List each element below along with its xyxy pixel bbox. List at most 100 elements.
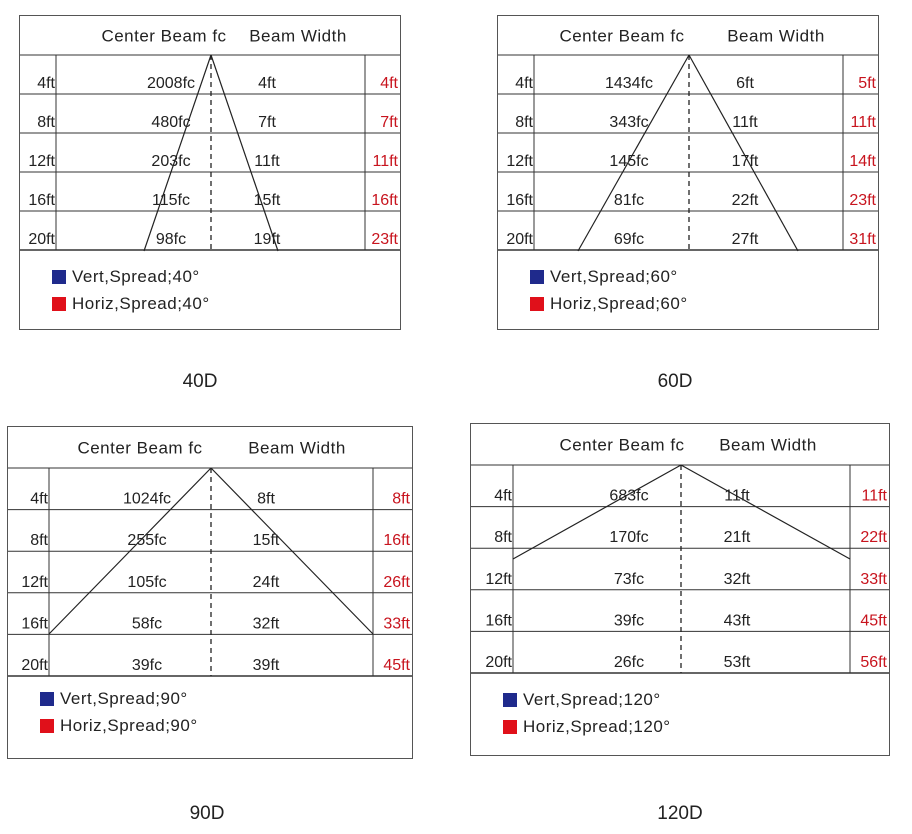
distance-label: 12ft: [21, 574, 48, 591]
horiz-beam-width: 11ft: [862, 488, 888, 505]
center-beam-fc: 39fc: [132, 657, 162, 674]
header-center-beam: Center Beam fc: [77, 439, 202, 458]
vert-beam-width: 11ft: [254, 153, 280, 170]
horiz-beam-width: 11ft: [373, 153, 399, 170]
legend-swatch-horiz-spread: [52, 296, 66, 311]
distance-label: 16ft: [506, 192, 533, 209]
beam-edge-right: [210, 467, 374, 635]
legend-swatch-vert-spread: [530, 269, 544, 284]
distance-label: 8ft: [494, 529, 512, 546]
horiz-beam-width: 16ft: [383, 532, 410, 549]
center-beam-fc: 81fc: [614, 192, 644, 209]
distance-label: 8ft: [30, 532, 48, 549]
beam-edge-right: [210, 54, 279, 252]
distance-label: 4ft: [30, 491, 48, 508]
center-beam-fc: 69fc: [614, 231, 644, 248]
horiz-beam-width: 26ft: [383, 574, 410, 591]
vert-beam-width: 11ft: [724, 488, 750, 505]
distance-label: 4ft: [515, 75, 533, 92]
legend-item-vert-spread: Vert,Spread;40°: [52, 263, 210, 290]
center-beam-fc: 170fc: [609, 529, 648, 546]
vert-beam-width: 15ft: [253, 532, 280, 549]
distance-label: 16ft: [21, 615, 48, 632]
legend-swatch-horiz-spread: [40, 718, 54, 733]
center-beam-fc: 58fc: [132, 615, 162, 632]
vert-beam-width: 7ft: [258, 114, 276, 131]
legend-label-horiz-spread: Horiz,Spread;120°: [523, 716, 671, 736]
legend: Vert,Spread;120° Horiz,Spread;120°: [503, 686, 671, 740]
beam-diagram: Center Beam fc Beam Width 4ft 1434fc 6ft 5ft 8…: [498, 27, 878, 252]
legend-label-horiz-spread: Horiz,Spread;60°: [550, 293, 688, 313]
horiz-beam-width: 22ft: [860, 529, 887, 546]
legend-label-vert-spread: Vert,Spread;120°: [523, 689, 661, 709]
center-beam-fc: 105fc: [127, 574, 166, 591]
center-beam-fc: 145fc: [609, 153, 648, 170]
beam-edge-left: [143, 54, 212, 252]
legend-swatch-vert-spread: [503, 692, 517, 707]
center-beam-fc: 1434fc: [605, 75, 653, 92]
beam-edge-right: [688, 54, 799, 252]
horiz-beam-width: 5ft: [858, 75, 876, 92]
distance-label: 20ft: [28, 231, 55, 248]
caption-120d: 120D: [657, 803, 703, 824]
center-beam-fc: 98fc: [156, 231, 186, 248]
distance-label: 4ft: [37, 75, 55, 92]
horiz-beam-width: 11ft: [851, 114, 877, 131]
distance-label: 4ft: [494, 488, 512, 505]
beam-chart-60d: Center Beam fc Beam Width 4ft 1434fc 6ft 5ft 8…: [497, 15, 879, 330]
legend-item-horiz-spread: Horiz,Spread;40°: [52, 290, 210, 317]
distance-label: 16ft: [485, 612, 512, 629]
distance-label: 20ft: [21, 657, 48, 674]
vert-beam-width: 24ft: [253, 574, 280, 591]
beam-edge-left: [512, 464, 682, 560]
distance-label: 20ft: [485, 654, 512, 671]
legend-swatch-horiz-spread: [530, 296, 544, 311]
vert-beam-width: 19ft: [254, 231, 281, 248]
distance-label: 16ft: [28, 192, 55, 209]
legend-swatch-vert-spread: [52, 269, 66, 284]
vert-beam-width: 11ft: [732, 114, 758, 131]
vert-beam-width: 32ft: [253, 615, 280, 632]
center-beam-fc: 255fc: [127, 532, 166, 549]
header-beam-width: Beam Width: [727, 27, 825, 46]
center-beam-fc: 39fc: [614, 612, 644, 629]
center-beam-fc: 343fc: [609, 114, 648, 131]
horiz-beam-width: 23ft: [371, 231, 398, 248]
vert-beam-width: 15ft: [254, 192, 281, 209]
horiz-beam-width: 7ft: [380, 114, 398, 131]
horiz-beam-width: 14ft: [849, 153, 876, 170]
horiz-beam-width: 33ft: [383, 615, 410, 632]
legend-item-horiz-spread: Horiz,Spread;90°: [40, 712, 198, 739]
distance-label: 12ft: [28, 153, 55, 170]
horiz-beam-width: 31ft: [849, 231, 876, 248]
vert-beam-width: 27ft: [732, 231, 759, 248]
vert-beam-width: 17ft: [732, 153, 759, 170]
distance-label: 12ft: [485, 571, 512, 588]
center-beam-fc: 203fc: [151, 153, 190, 170]
legend-swatch-horiz-spread: [503, 719, 517, 734]
distance-label: 20ft: [506, 231, 533, 248]
center-beam-fc: 26fc: [614, 654, 644, 671]
header-center-beam: Center Beam fc: [559, 27, 684, 46]
horiz-beam-width: 8ft: [392, 491, 410, 508]
header-center-beam: Center Beam fc: [101, 27, 226, 46]
distance-label: 8ft: [515, 114, 533, 131]
legend-label-vert-spread: Vert,Spread;60°: [550, 266, 678, 286]
legend: Vert,Spread;90°Horiz,Spread;90°: [40, 685, 198, 739]
vert-beam-width: 39ft: [253, 657, 280, 674]
legend-item-horiz-spread: Horiz,Spread;60°: [530, 290, 688, 317]
vert-beam-width: 6ft: [736, 75, 754, 92]
horiz-beam-width: 56ft: [860, 654, 887, 671]
vert-beam-width: 8ft: [257, 491, 275, 508]
header-beam-width: Beam Width: [248, 439, 346, 458]
vert-beam-width: 4ft: [258, 75, 276, 92]
beam-edge-left: [48, 467, 212, 635]
caption-60d: 60D: [657, 371, 693, 392]
horiz-beam-width: 45ft: [860, 612, 887, 629]
